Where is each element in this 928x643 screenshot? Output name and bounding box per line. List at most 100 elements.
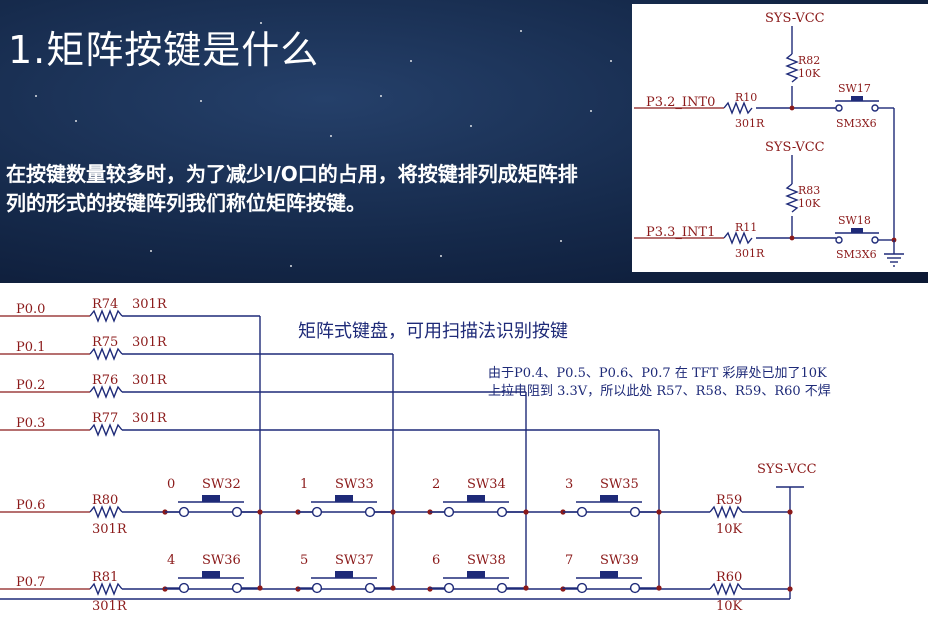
matrix-caption: 矩阵式键盘，可用扫描法识别按键 — [298, 321, 568, 342]
switch-contact — [443, 506, 455, 518]
column-net-label: P0.3 — [16, 416, 45, 431]
res-label: R11 — [735, 221, 757, 234]
switch-button — [600, 571, 618, 578]
switch-contact — [364, 506, 376, 518]
switch-contact — [231, 506, 243, 518]
switch-contact — [871, 104, 879, 112]
switch-label: SW37 — [335, 553, 374, 568]
switch-contact — [178, 506, 190, 518]
res-value: 301R — [735, 247, 765, 260]
switch-type: SM3X6 — [836, 117, 877, 130]
column-resistor — [89, 347, 123, 361]
switch-label: SW39 — [600, 553, 639, 568]
row-net-label: P0.6 — [16, 498, 45, 513]
switch-contact — [576, 506, 588, 518]
matrix-vcc-label: SYS-VCC — [757, 462, 817, 477]
net-label: P3.2_INT0 — [646, 95, 715, 110]
matrix-schematic-svg: 矩阵式键盘，可用扫描法识别按键 由于P0.4、P0.5、P0.6、P0.7 在 … — [0, 297, 831, 614]
junction-dot — [789, 235, 795, 241]
switch-button — [467, 571, 485, 578]
junction-dot — [787, 509, 793, 515]
key-number: 5 — [300, 553, 308, 568]
junction-dot — [523, 585, 529, 591]
vcc-label: SYS-VCC — [765, 11, 825, 26]
row-pullup-resistor — [709, 505, 743, 519]
junction-dot — [787, 586, 793, 592]
key-number: 3 — [565, 477, 573, 492]
switch-label: SW34 — [467, 477, 506, 492]
row-res-value: 301R — [92, 599, 128, 614]
row-resistor — [89, 505, 123, 519]
switch-label: SW36 — [202, 553, 241, 568]
star — [470, 125, 472, 127]
star — [520, 30, 522, 32]
key-number: 1 — [300, 477, 308, 492]
switch-type: SM3X6 — [836, 248, 877, 261]
column-res-value: 301R — [132, 373, 168, 388]
switch-button — [202, 571, 220, 578]
key-number: 7 — [565, 553, 573, 568]
column-resistor — [89, 385, 123, 399]
switch-contact — [231, 582, 243, 594]
row-pullup-resistor — [709, 582, 743, 596]
inset-schematic: SYS-VCC R82 10K P3.2_INT0 R10 301R SW17 … — [632, 4, 928, 272]
column-net-label: P0.1 — [16, 340, 45, 355]
row-net-label: P0.7 — [16, 575, 45, 590]
pullup-res-value: 10K — [716, 599, 743, 614]
switch-contact — [496, 506, 508, 518]
switch-contact — [871, 236, 879, 244]
res-value: 301R — [735, 117, 765, 130]
junction-dot — [257, 585, 263, 591]
column-res-value: 301R — [132, 411, 168, 426]
switch-contact — [364, 582, 376, 594]
switch-label: SW32 — [202, 477, 241, 492]
switch-label: SW35 — [600, 477, 639, 492]
column-res-value: 301R — [132, 297, 168, 312]
column-resistor — [89, 309, 123, 323]
row-res-label: R80 — [92, 493, 118, 508]
net-label: P3.3_INT1 — [646, 225, 715, 240]
res-label: R82 — [798, 54, 820, 67]
switch-contact — [311, 506, 323, 518]
switch-contact — [576, 582, 588, 594]
switch-contact — [443, 582, 455, 594]
column-res-label: R74 — [92, 297, 118, 312]
vcc-label: SYS-VCC — [765, 140, 825, 155]
res-value: 10K — [798, 67, 821, 80]
switch-contact — [311, 582, 323, 594]
star — [200, 100, 202, 102]
slide-title: 1.矩阵按键是什么 — [8, 28, 320, 72]
matrix-note-line-1: 由于P0.4、P0.5、P0.6、P0.7 在 TFT 彩屏处已加了10K — [488, 366, 827, 381]
star — [410, 60, 412, 62]
matrix-keyboard-schematic: 矩阵式键盘，可用扫描法识别按键 由于P0.4、P0.5、P0.6、P0.7 在 … — [0, 283, 928, 639]
switch-label: SW18 — [838, 214, 871, 227]
inset-schematic-svg: SYS-VCC R82 10K P3.2_INT0 R10 301R SW17 … — [634, 11, 904, 267]
resistor-r82 — [785, 53, 799, 83]
star — [330, 135, 332, 137]
key-number: 0 — [167, 477, 175, 492]
ground-icon — [884, 253, 904, 267]
star — [290, 265, 292, 267]
star — [150, 250, 152, 252]
key-number: 6 — [432, 553, 440, 568]
junction-dot — [656, 509, 662, 515]
pullup-res-value: 10K — [716, 522, 743, 537]
switch-label: SW38 — [467, 553, 506, 568]
slide-body-text: 在按键数量较多时，为了减少I/O口的占用，将按键排列成矩阵排列的形式的按键阵列我… — [6, 162, 578, 215]
junction-dot — [523, 509, 529, 515]
star — [610, 60, 612, 62]
row-res-label: R81 — [92, 570, 118, 585]
switch-button — [851, 96, 863, 101]
switch-button — [600, 495, 618, 502]
switch-contact — [178, 582, 190, 594]
column-res-value: 301R — [132, 335, 168, 350]
star — [380, 95, 382, 97]
junction-dot — [257, 509, 263, 515]
star — [120, 40, 122, 42]
key-number: 2 — [432, 477, 440, 492]
resistor-r83 — [785, 183, 799, 213]
res-value: 10K — [798, 197, 821, 210]
column-resistor — [89, 423, 123, 437]
star — [260, 22, 262, 24]
